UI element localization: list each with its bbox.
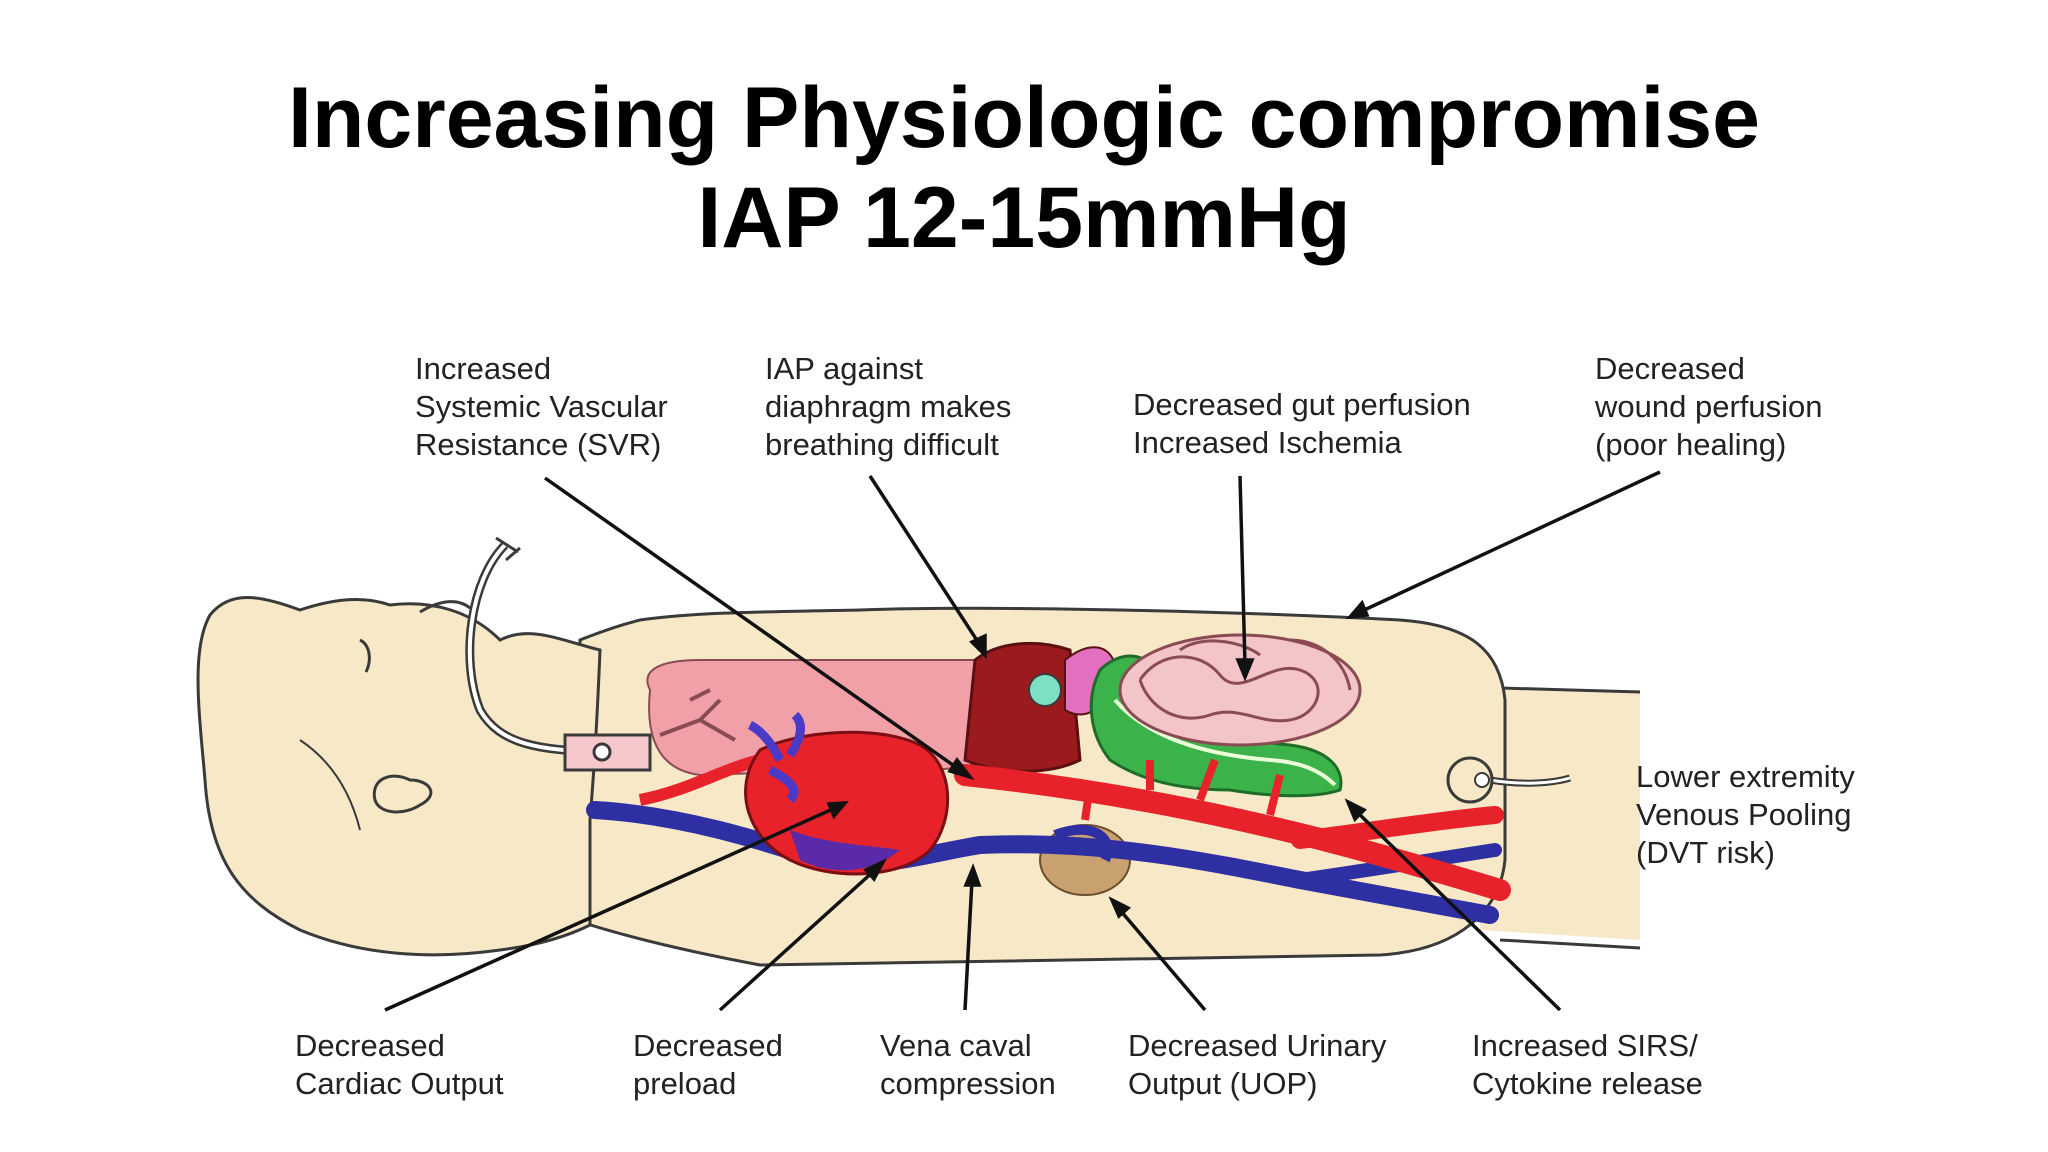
liver	[963, 642, 1082, 773]
legs	[1480, 690, 1640, 940]
arrow-uop	[1118, 908, 1207, 1012]
organs	[646, 633, 1362, 896]
label-cardiac: Decreased Cardiac Output	[295, 1028, 504, 1101]
arrow-preload	[718, 868, 877, 1012]
arrow-gut	[1238, 475, 1247, 666]
label-sirs: Increased SIRS/ Cytokine release	[1472, 1028, 1703, 1101]
label-diaphragm: IAP against diaphragm makes breathing di…	[765, 351, 1012, 462]
bladder	[1039, 824, 1131, 896]
small-bowel	[1118, 633, 1362, 747]
label-vena: Vena caval compression	[880, 1028, 1056, 1101]
label-gut: Decreased gut perfusion Increased Ischem…	[1133, 387, 1471, 460]
heart-vessels	[747, 711, 805, 804]
eye	[359, 638, 371, 673]
pointer-arrows	[384, 470, 1661, 1012]
arrow-wound	[1359, 470, 1661, 614]
arrow-svr	[543, 476, 962, 772]
label-preload: Decreased preload	[633, 1028, 783, 1101]
arrow-vena	[963, 879, 974, 1011]
label-dvt: Lower extremity Venous Pooling (DVT risk…	[1636, 759, 1855, 870]
ear	[372, 774, 433, 814]
nose	[419, 600, 471, 614]
arrow-diaphragm	[868, 475, 982, 646]
arrow-sirs	[1353, 808, 1562, 1012]
arrow-cardiac	[384, 806, 836, 1012]
slide-title: Increasing Physiologic compromise	[288, 70, 1760, 166]
label-svr: Increased Systemic Vascular Resistance (…	[415, 351, 668, 462]
label-uop: Decreased Urinary Output (UOP)	[1128, 1028, 1387, 1101]
slide-subtitle: IAP 12-15mmHg	[697, 170, 1351, 266]
label-wound: Decreased wound perfusion (poor healing)	[1595, 351, 1823, 462]
